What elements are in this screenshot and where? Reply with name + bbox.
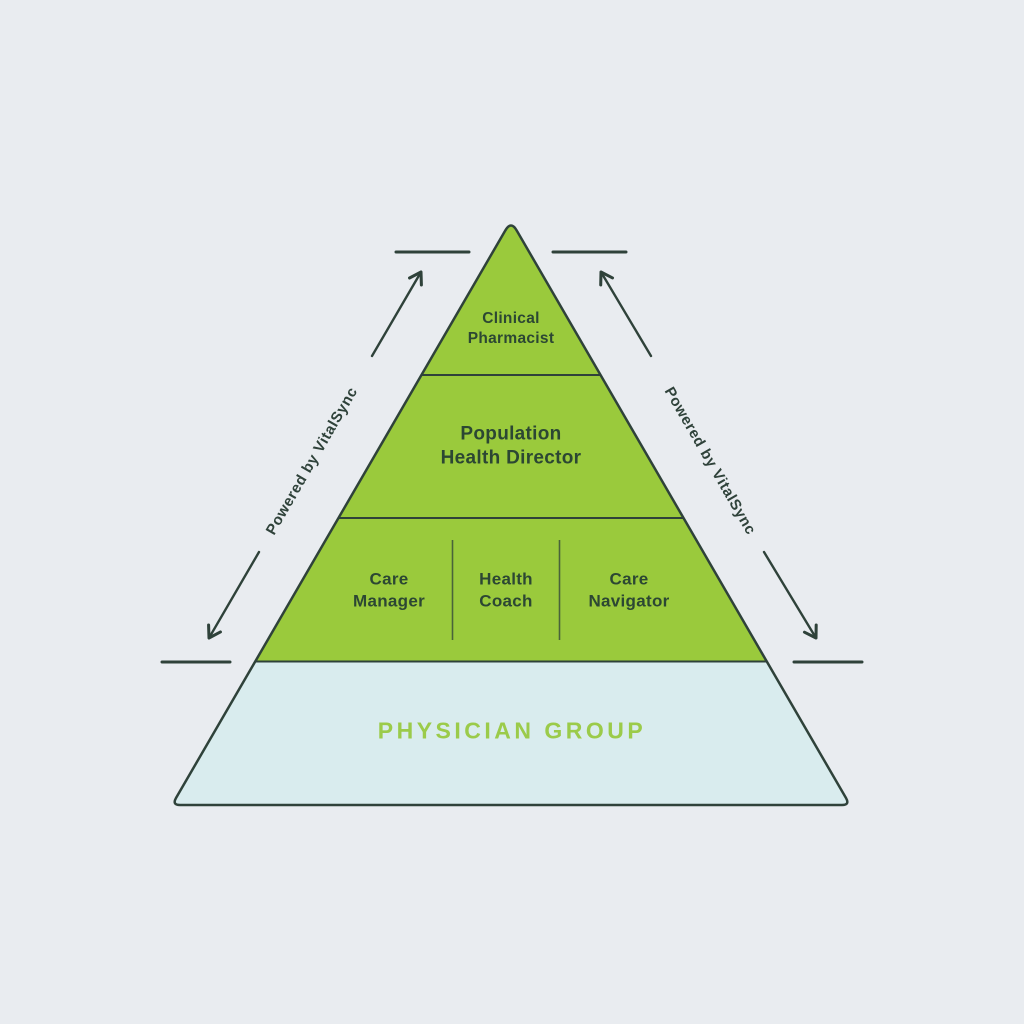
tier-population-health-director: Population Health Director [441,423,582,472]
pyramid-base-tier [174,661,847,805]
tier-population-health-director-line2: Health Director [440,448,582,469]
role-care-manager: Care Manager [353,568,425,612]
role-care-manager-line1: Care [369,569,409,589]
right-arrow-lower-segment [762,550,818,640]
role-care-manager-line2: Manager [352,591,426,610]
role-health-coach-line2: Coach [479,591,533,610]
tier-clinical-pharmacist-line1: Clinical [482,310,540,328]
pyramid-outline [173,224,849,807]
tier-clinical-pharmacist: Clinical Pharmacist [468,309,555,349]
tier-clinical-pharmacist-line2: Pharmacist [467,330,555,347]
role-care-navigator-line2: Navigator [588,591,670,610]
pyramid-green-body [174,225,848,805]
tier-physician-group: PHYSICIAN GROUP [377,717,647,744]
role-health-coach: Health Coach [479,568,533,612]
role-care-navigator: Care Navigator [588,568,669,612]
role-care-navigator-line1: Care [609,569,649,589]
left-arrow-lower-segment [207,550,261,640]
role-health-coach-line1: Health [479,569,533,589]
tier-population-health-director-line1: Population [460,423,562,445]
left-arrow-upper-segment [370,270,423,358]
right-arrow-upper-segment [599,270,653,358]
